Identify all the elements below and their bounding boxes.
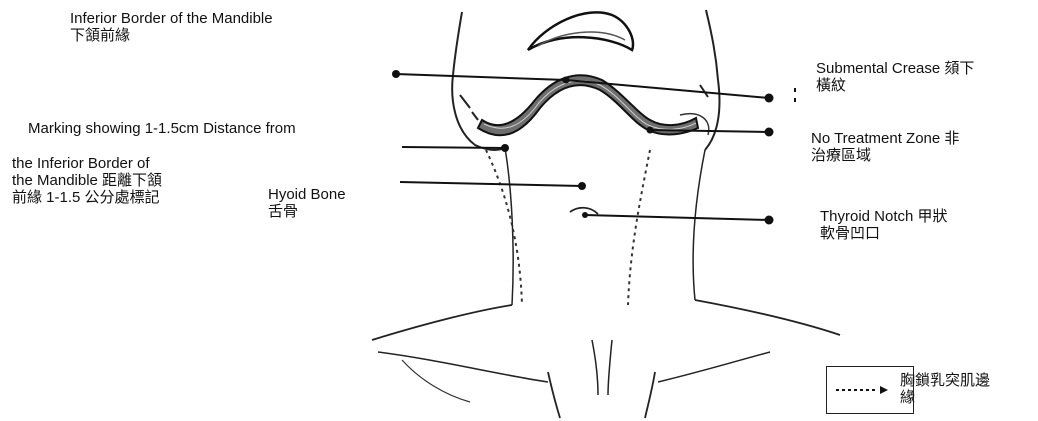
neck-left-outline — [505, 148, 513, 305]
sternal-notch-right — [608, 340, 612, 395]
label-thyroid-en: Thyroid Notch 甲狀 — [820, 208, 948, 225]
dot-hyoid — [578, 182, 586, 190]
label-submental-crease: Submental Crease 頦下 橫紋 — [816, 60, 974, 94]
dot-thyroid — [582, 212, 588, 218]
label-thyroid-zh: 軟骨凹口 — [820, 225, 948, 242]
label-inferior-border: Inferior Border of the Mandible 下頷前緣 — [70, 10, 273, 44]
left-shoulder — [372, 305, 512, 340]
tick-1 — [794, 88, 796, 92]
scm-left-dotted — [486, 150, 522, 305]
face-right-outline — [706, 10, 718, 80]
neck-right-outline — [693, 150, 705, 300]
tick-2 — [794, 98, 796, 102]
right-shoulder — [695, 300, 840, 335]
label-no-treatment: No Treatment Zone 非 治療區域 — [811, 130, 959, 164]
dot-mandible — [563, 77, 570, 84]
dot-thyroid-end — [765, 216, 774, 225]
dot-marking — [501, 144, 509, 152]
jaw-left-outline — [452, 75, 505, 150]
label-submental-crease-zh: 橫紋 — [816, 77, 974, 94]
clavicle-left — [548, 372, 560, 418]
label-inferior-border-en: Inferior Border of the Mandible — [70, 10, 273, 27]
label-marking-line4: 前緣 1-1.5 公分處標記 — [12, 189, 162, 206]
leader-thyroid — [585, 215, 769, 220]
legend-line2: 緣 — [900, 389, 990, 406]
legend-line1: 胸鎖乳突肌邊 — [900, 372, 990, 389]
label-hyoid-zh: 舌骨 — [268, 203, 346, 220]
label-no-treatment-en: No Treatment Zone 非 — [811, 130, 959, 147]
right-lower-shoulder — [658, 352, 770, 382]
dot-submental-end — [765, 94, 774, 103]
label-no-treatment-zh: 治療區域 — [811, 147, 959, 164]
chin-outline — [528, 12, 633, 50]
left-dash-2 — [472, 112, 478, 120]
jaw-right-outline — [705, 80, 719, 150]
label-marking-line1: Marking showing 1-1.5cm Distance from — [28, 120, 296, 137]
label-thyroid: Thyroid Notch 甲狀 軟骨凹口 — [820, 208, 948, 242]
leader-inferior-border — [396, 74, 566, 80]
leader-hyoid — [400, 182, 582, 186]
label-submental-crease-en: Submental Crease 頦下 — [816, 60, 974, 77]
label-marking-line2: the Inferior Border of — [12, 155, 162, 172]
dot-no-treatment-start — [647, 127, 654, 134]
label-marking-rest: the Inferior Border of the Mandible 距離下頷… — [12, 155, 162, 206]
dot-inferior-border-start — [392, 70, 400, 78]
legend-label: 胸鎖乳突肌邊 緣 — [900, 372, 990, 406]
label-hyoid: Hyoid Bone 舌骨 — [268, 186, 346, 220]
sternal-notch-left — [592, 340, 598, 395]
leader-marking — [402, 147, 505, 148]
label-hyoid-en: Hyoid Bone — [268, 186, 346, 203]
chin-inner — [538, 32, 625, 46]
left-dash-1 — [460, 95, 470, 108]
scm-right-dotted — [628, 150, 650, 305]
label-inferior-border-zh: 下頷前緣 — [70, 27, 273, 44]
label-marking-line3: the Mandible 距離下頷 — [12, 172, 162, 189]
left-lower-shoulder — [378, 352, 548, 382]
clavicle-right — [645, 372, 655, 418]
face-left-outline — [453, 12, 462, 75]
dot-no-treatment-end — [765, 128, 774, 137]
